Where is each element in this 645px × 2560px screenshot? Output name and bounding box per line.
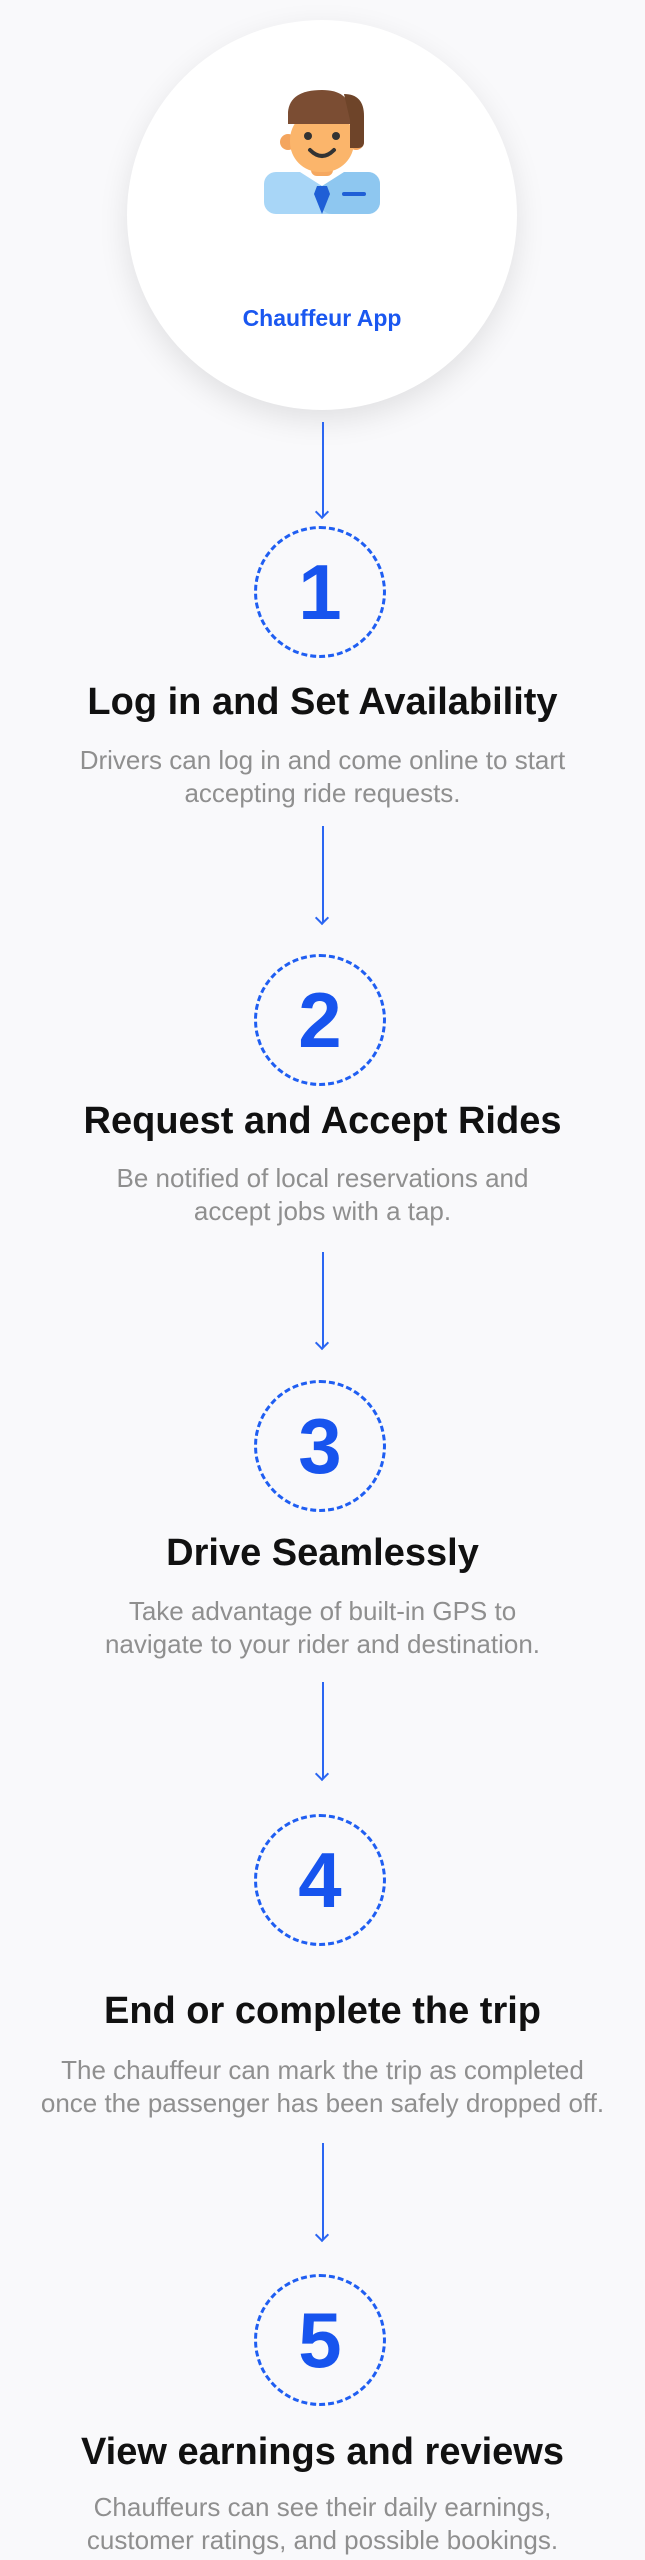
description-line: accept jobs with a tap.	[193, 1196, 452, 1226]
flow-arrow	[322, 2143, 324, 2239]
step-number-badge: 2	[254, 954, 386, 1086]
flow-arrow	[322, 422, 324, 516]
flow-arrow	[322, 1682, 324, 1778]
step-number: 5	[298, 2295, 342, 2384]
flow-arrow	[322, 1252, 324, 1347]
flow-arrow	[322, 826, 324, 922]
step-number: 4	[298, 1835, 342, 1924]
description-line: Take advantage of built-in GPS to	[128, 1596, 517, 1626]
step-title: Request and Accept Rides	[83, 1100, 562, 1142]
step-title: End or complete the trip	[103, 1990, 542, 2032]
step-number: 1	[298, 547, 342, 636]
chauffeur-avatar-icon	[264, 90, 380, 214]
chauffeur-app-card: Chauffeur App	[127, 20, 517, 410]
description-line: The chauffeur can mark the trip as compl…	[61, 2055, 584, 2085]
step-title: Log in and Set Availability	[87, 681, 558, 723]
step-title: View earnings and reviews	[81, 2431, 564, 2473]
description-line: once the passenger has been safely dropp…	[40, 2088, 605, 2118]
step-number: 3	[298, 1401, 342, 1490]
description-line: Be notified of local reservations and	[116, 1163, 529, 1193]
description-line: Chauffeurs can see their daily earnings,	[93, 2492, 552, 2522]
app-title: Chauffeur App	[242, 305, 402, 331]
step-title: Drive Seamlessly	[166, 1532, 479, 1574]
description-line: accepting ride requests.	[184, 778, 461, 808]
step-number-badge: 3	[254, 1380, 386, 1512]
description-line: Drivers can log in and come online to st…	[79, 745, 566, 775]
description-line: navigate to your rider and destination.	[104, 1629, 541, 1659]
step-number-badge: 4	[254, 1814, 386, 1946]
step-description: Be notified of local reservations and ac…	[0, 1162, 645, 1228]
step-description: The chauffeur can mark the trip as compl…	[0, 2054, 645, 2120]
step-number-badge: 1	[254, 526, 386, 658]
step-description: Take advantage of built-in GPS to naviga…	[0, 1595, 645, 1661]
step-number-badge: 5	[254, 2274, 386, 2406]
step-description: Chauffeurs can see their daily earnings,…	[0, 2491, 645, 2557]
step-description: Drivers can log in and come online to st…	[0, 744, 645, 810]
step-number: 2	[298, 975, 342, 1064]
description-line: customer ratings, and possible bookings.	[86, 2525, 559, 2555]
